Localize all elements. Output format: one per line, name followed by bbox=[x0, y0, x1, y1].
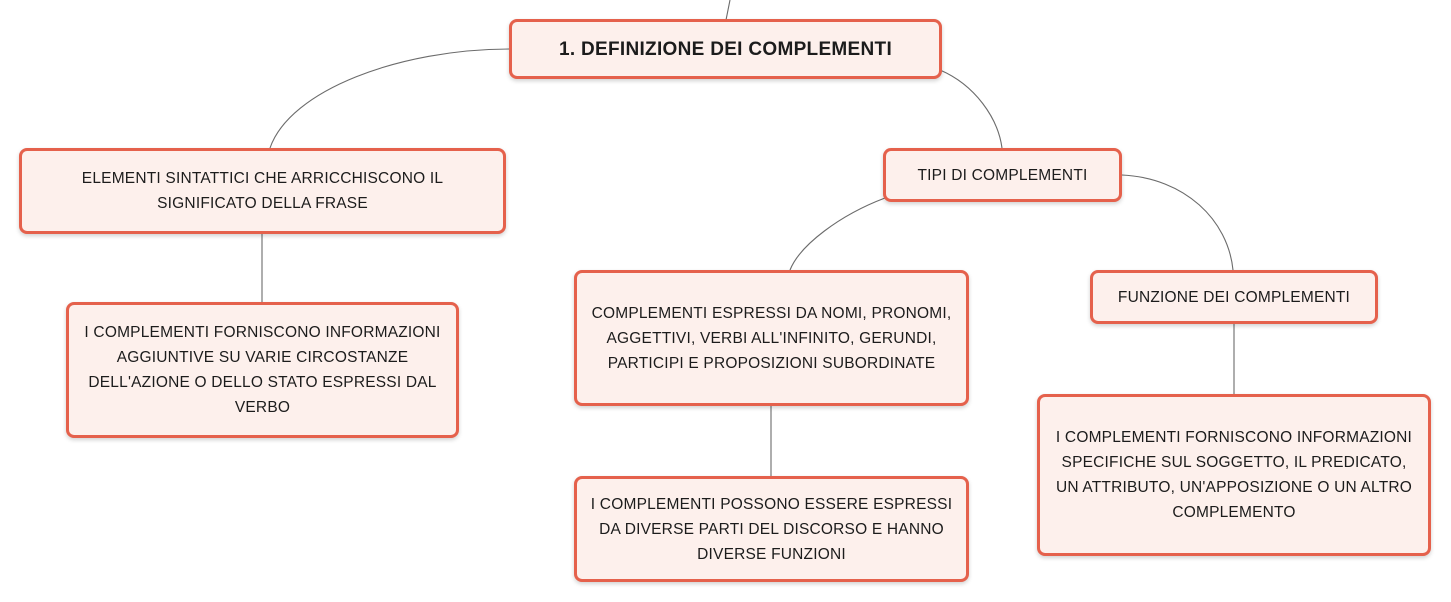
node-definizione-complementi-label: 1. DEFINIZIONE DEI COMPLEMENTI bbox=[558, 38, 893, 60]
node-complementi-espressi-label: COMPLEMENTI ESPRESSI DA NOMI, PRONOMI, A… bbox=[591, 304, 952, 372]
node-funzione-complementi[interactable]: FUNZIONE DEI COMPLEMENTI bbox=[1090, 270, 1378, 324]
node-tipi-complementi-label: TIPI DI COMPLEMENTI bbox=[917, 166, 1088, 184]
node-informazioni-aggiuntive-label: I COMPLEMENTI FORNISCONO INFORMAZIONI AG… bbox=[84, 324, 441, 416]
node-elementi-sintattici[interactable]: ELEMENTI SINTATTICI CHE ARRICCHISCONO IL… bbox=[19, 148, 506, 234]
node-parti-del-discorso[interactable]: I COMPLEMENTI POSSONO ESSERE ESPRESSI DA… bbox=[574, 476, 969, 582]
node-elementi-sintattici-label: ELEMENTI SINTATTICI CHE ARRICCHISCONO IL… bbox=[81, 170, 444, 212]
node-funzione-complementi-label: FUNZIONE DEI COMPLEMENTI bbox=[1117, 288, 1351, 306]
connector-tipi-to-funzione bbox=[1121, 174, 1234, 271]
node-informazioni-specifiche[interactable]: I COMPLEMENTI FORNISCONO INFORMAZIONI SP… bbox=[1037, 394, 1431, 556]
node-tipi-complementi[interactable]: TIPI DI COMPLEMENTI bbox=[883, 148, 1122, 202]
connector-tipi-to-espressi bbox=[789, 197, 886, 271]
node-definizione-complementi[interactable]: 1. DEFINIZIONE DEI COMPLEMENTI bbox=[509, 19, 942, 79]
node-informazioni-specifiche-label: I COMPLEMENTI FORNISCONO INFORMAZIONI SP… bbox=[1055, 429, 1413, 521]
node-parti-del-discorso-label: I COMPLEMENTI POSSONO ESSERE ESPRESSI DA… bbox=[590, 495, 953, 563]
connector-root-to-tipi bbox=[939, 69, 1003, 149]
node-informazioni-aggiuntive[interactable]: I COMPLEMENTI FORNISCONO INFORMAZIONI AG… bbox=[66, 302, 459, 438]
node-complementi-espressi[interactable]: COMPLEMENTI ESPRESSI DA NOMI, PRONOMI, A… bbox=[574, 270, 969, 406]
connector-root-to-elementi bbox=[269, 48, 511, 149]
connector-parent-to-root bbox=[725, 0, 731, 21]
